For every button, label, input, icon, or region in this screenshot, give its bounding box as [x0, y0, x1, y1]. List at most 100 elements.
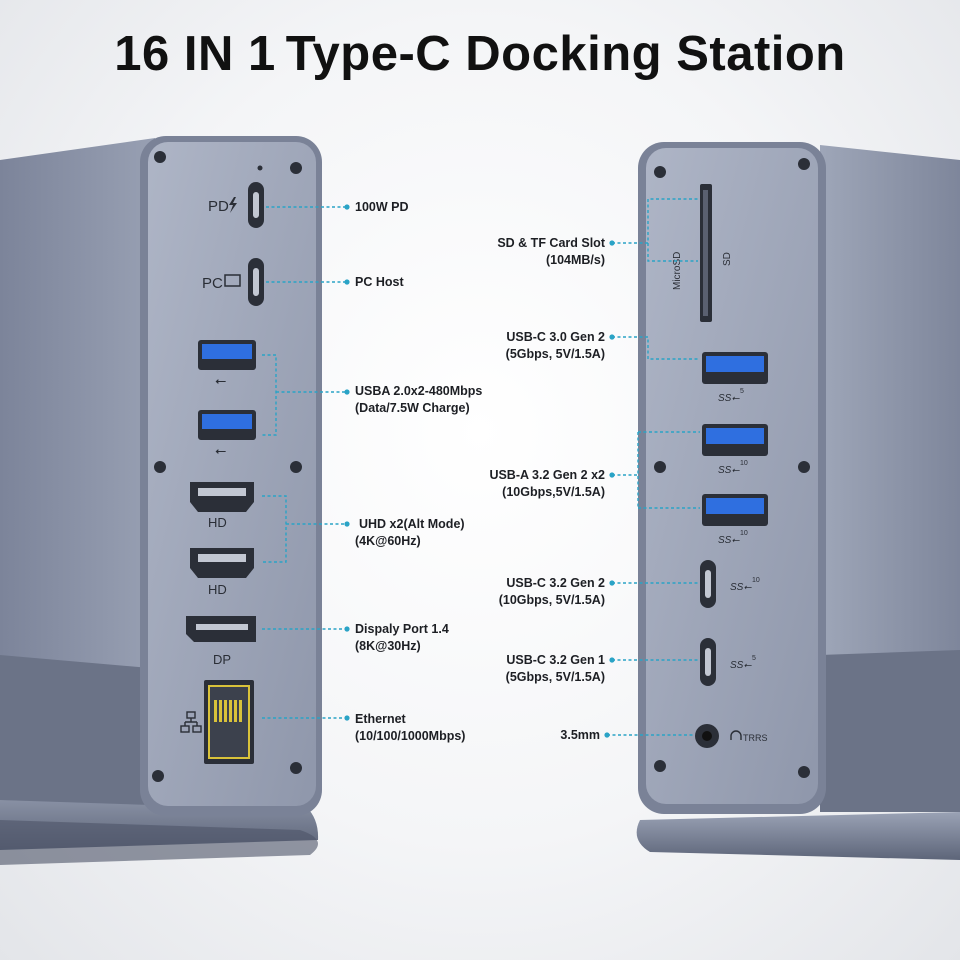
callout-usba-32: USB-A 3.2 Gen 2 x2 (10Gbps,5V/1.5A)	[489, 467, 605, 501]
callout-audio: 3.5mm	[560, 727, 600, 744]
screw-icon	[798, 766, 810, 778]
left-unit: PD PC ⭠ ⭠ HD HD DP	[0, 136, 350, 865]
ethernet-pins	[214, 700, 242, 722]
right-unit: MicroSD SD SS⭠ 5 SS⭠ 10 SS⭠ 10 SS⭠ 10 SS…	[604, 142, 960, 860]
callout-usbc-32-gen1: USB-C 3.2 Gen 1 (5Gbps, 5V/1.5A)	[506, 652, 605, 686]
screw-icon	[798, 461, 810, 473]
callout-line: USB-A 3.2 Gen 2 x2	[489, 468, 605, 482]
screw-icon	[290, 162, 302, 174]
screw-icon	[798, 158, 810, 170]
callout-line: (Data/7.5W Charge)	[355, 401, 470, 415]
superspeed-icon: SS⭠	[730, 660, 752, 671]
screw-icon	[152, 770, 164, 782]
trrs-label: TRRS	[743, 733, 768, 743]
superspeed-icon: SS⭠	[718, 393, 740, 404]
usb-blue-insert	[706, 428, 764, 444]
right-leader-lines	[607, 198, 700, 736]
left-front-panel	[148, 142, 316, 806]
ss5-label: 5	[740, 388, 744, 395]
port-tongue	[705, 570, 711, 598]
usb-blue-insert	[706, 356, 764, 372]
callout-line: USB-C 3.2 Gen 2	[506, 576, 605, 590]
pc-label: PC	[202, 275, 223, 292]
right-body-side	[820, 145, 960, 808]
screw-icon	[290, 762, 302, 774]
callout-line: Ethernet	[355, 712, 406, 726]
ss5-label: 5	[752, 655, 756, 662]
left-screws	[152, 151, 302, 782]
callout-line: 100W PD	[355, 200, 409, 214]
title-highlight: 16 IN 1	[114, 27, 276, 81]
superspeed-icon: SS⭠	[718, 535, 740, 546]
ss10-label: 10	[752, 577, 760, 584]
hd2-label: HD	[208, 582, 227, 597]
superspeed-icon: SS⭠	[730, 582, 752, 593]
usb-blue-insert	[706, 498, 764, 514]
lightning-icon	[229, 197, 237, 213]
callout-displayport: Dispaly Port 1.4 (8K@30Hz)	[355, 621, 449, 655]
screw-icon	[154, 151, 166, 163]
callout-line: PC Host	[355, 275, 404, 289]
dp-label: DP	[213, 652, 231, 667]
screw-icon	[290, 461, 302, 473]
ss10-label: 10	[740, 460, 748, 467]
left-body-side	[0, 138, 155, 805]
port-tongue	[253, 192, 259, 218]
left-stand-arm	[0, 655, 150, 805]
right-stand-arm	[820, 650, 960, 812]
right-leader-dots	[604, 240, 615, 738]
screw-icon	[654, 166, 666, 178]
callout-line: Dispaly Port 1.4	[355, 622, 449, 636]
slot-inner	[703, 190, 708, 316]
callout-line: (5Gbps, 5V/1.5A)	[505, 670, 605, 684]
callout-line: (10Gbps,5V/1.5A)	[502, 485, 605, 499]
callout-100w-pd: 100W PD	[355, 199, 409, 216]
callout-line: USB-C 3.2 Gen 1	[506, 653, 605, 667]
pd-label: PD	[208, 198, 229, 215]
right-screws	[654, 158, 810, 778]
port-tongue	[705, 648, 711, 676]
sd-label: SD	[722, 252, 733, 266]
ss10-label: 10	[740, 530, 748, 537]
left-leader-dots	[344, 204, 350, 721]
callout-uhd: UHD x2(Alt Mode) (4K@60Hz)	[355, 516, 465, 550]
callout-pc-host: PC Host	[355, 274, 404, 291]
left-stand-shadow	[0, 820, 318, 865]
callout-line: (4K@60Hz)	[355, 534, 421, 548]
usb-blue-insert	[202, 414, 252, 429]
callout-line: (5Gbps, 5V/1.5A)	[505, 347, 605, 361]
callout-line: (10Gbps, 5V/1.5A)	[498, 593, 605, 607]
port-tongue	[253, 268, 259, 296]
hdmi-port-2[interactable]	[190, 548, 254, 578]
screw-icon	[654, 760, 666, 772]
hd1-label: HD	[208, 515, 227, 530]
usb-blue-insert	[202, 344, 252, 359]
hdmi-port-1[interactable]	[190, 482, 254, 512]
jack-hole	[702, 731, 712, 741]
microsd-label: MicroSD	[672, 252, 683, 290]
headset-icon	[730, 730, 742, 740]
superspeed-icon: SS⭠	[718, 465, 740, 476]
callout-line: (8K@30Hz)	[355, 639, 421, 653]
callout-usbc-32-gen2: USB-C 3.2 Gen 2 (10Gbps, 5V/1.5A)	[499, 575, 605, 609]
led-indicator-icon	[257, 165, 263, 171]
network-icon	[180, 711, 202, 733]
screw-icon	[154, 461, 166, 473]
callout-line: 3.5mm	[560, 728, 600, 742]
port-tongue	[198, 488, 246, 496]
callout-card-slot: SD & TF Card Slot (104MB/s)	[497, 235, 605, 269]
monitor-icon	[224, 274, 241, 287]
usb-trident-icon: ⭠	[215, 372, 226, 388]
screw-icon	[654, 461, 666, 473]
title-rest: Type-C Docking Station	[285, 27, 846, 81]
callout-line: SD & TF Card Slot	[497, 236, 605, 250]
callout-line: (104MB/s)	[545, 253, 605, 267]
left-leader-lines	[262, 206, 346, 719]
callout-line: USB-C 3.0 Gen 2	[506, 330, 605, 344]
callout-line: UHD x2(Alt Mode)	[359, 517, 465, 531]
callout-line: USBA 2.0x2-480Mbps	[355, 384, 483, 398]
callout-usba-20: USBA 2.0x2-480Mbps (Data/7.5W Charge)	[355, 383, 482, 417]
usb-trident-icon: ⭠	[215, 442, 226, 458]
